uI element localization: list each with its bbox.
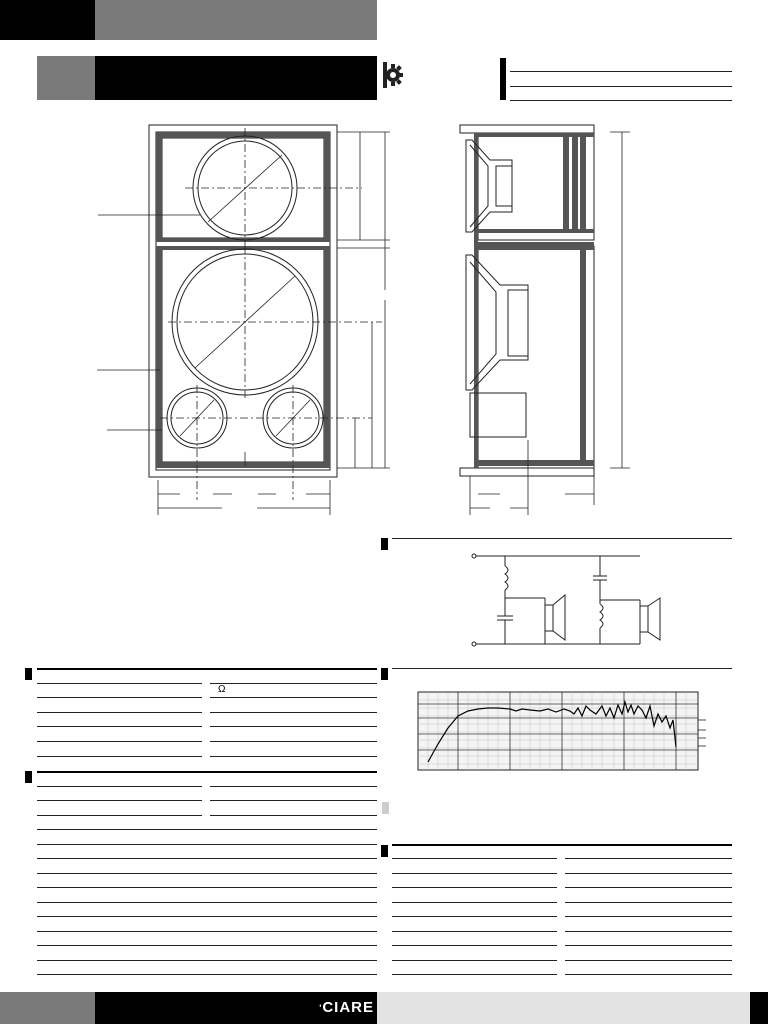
section-marker-right-table (381, 845, 388, 857)
cabinet-side-view (459, 124, 630, 515)
parts-row-rule-right (210, 786, 377, 787)
title-rule-1 (510, 71, 732, 72)
parts-row-rule (37, 887, 377, 888)
specs-row-rule-right (210, 683, 377, 684)
section-marker-specs (25, 668, 32, 680)
specs-row-rule-left (37, 741, 202, 742)
parts-row-rule-left (37, 800, 202, 801)
right-table-row-rule-left (392, 887, 557, 888)
right-table-row-rule-right (565, 931, 732, 932)
footer-bar-right (377, 992, 750, 1024)
section-marker-response (381, 668, 388, 680)
footer-tab-left (0, 992, 95, 1024)
parts-row-rule (37, 858, 377, 859)
cabinet-front-view (97, 124, 390, 515)
header-bar-right (95, 0, 377, 40)
parts-row-rule (37, 844, 377, 845)
specs-row-rule-right (210, 697, 377, 698)
right-table-row-rule-left (392, 902, 557, 903)
parts-row-rule (37, 873, 377, 874)
right-table-header-rule (392, 844, 732, 846)
brand-logo-text: CIARE (322, 999, 374, 1016)
footer-bar (95, 992, 377, 1024)
specs-row-rule-left (37, 756, 202, 757)
right-table-row-rule-left (392, 960, 557, 961)
title-marker-right (500, 58, 506, 100)
parts-row-rule-right (210, 800, 377, 801)
right-table-row-rule-right (565, 858, 732, 859)
specs-row-rule-left (37, 726, 202, 727)
crossover-schematic (471, 553, 661, 647)
parts-row-rule (37, 974, 377, 975)
title-tab (37, 56, 95, 100)
parts-row-rule (37, 945, 377, 946)
section-rule-response (392, 668, 732, 669)
specs-row-rule-right (210, 712, 377, 713)
specs-row-rule-left (37, 697, 202, 698)
specs-row-rule-left (37, 712, 202, 713)
specs-row-rule-right (210, 741, 377, 742)
parts-row-rule (37, 829, 377, 830)
right-table-row-rule-left (392, 974, 557, 975)
parts-row-rule-left (37, 786, 202, 787)
right-table-row-rule-left (392, 945, 557, 946)
right-table-row-rule-right (565, 916, 732, 917)
frequency-response-graph (417, 691, 706, 771)
brand-logo: 'CIARE (290, 1000, 374, 1016)
right-table-row-rule-left (392, 858, 557, 859)
right-table-row-rule-left (392, 931, 557, 932)
parts-row-rule (37, 916, 377, 917)
parts-row-rule (37, 960, 377, 961)
header-bar-left (0, 0, 95, 40)
section-marker-circuit (381, 538, 388, 550)
right-table-row-rule-right (565, 974, 732, 975)
title-rule-2 (510, 86, 732, 87)
impedance-symbol: Ω (218, 684, 226, 695)
right-table-row-rule-right (565, 960, 732, 961)
section-rule-circuit (392, 538, 732, 539)
section-marker-parts (25, 771, 32, 783)
title-bar (95, 56, 377, 100)
graph-legend-swatch (382, 802, 389, 814)
parts-row-rule-left (37, 815, 202, 816)
parts-row-rule (37, 931, 377, 932)
specs-header-rule (37, 668, 377, 670)
specs-row-rule-left (37, 683, 202, 684)
right-table-row-rule-left (392, 873, 557, 874)
right-table-row-rule-left (392, 916, 557, 917)
right-table-row-rule-right (565, 945, 732, 946)
right-table-row-rule-right (565, 873, 732, 874)
parts-header-rule (37, 771, 377, 773)
gear-icon (383, 62, 403, 88)
right-table-row-rule-right (565, 902, 732, 903)
brand-logo-prefix: ' (319, 1003, 323, 1013)
footer-tab-right (750, 992, 768, 1024)
parts-row-rule-right (210, 815, 377, 816)
parts-row-rule (37, 902, 377, 903)
specs-row-rule-right (210, 756, 377, 757)
right-table-row-rule-right (565, 887, 732, 888)
specs-row-rule-right (210, 726, 377, 727)
title-rule-3 (510, 100, 732, 101)
